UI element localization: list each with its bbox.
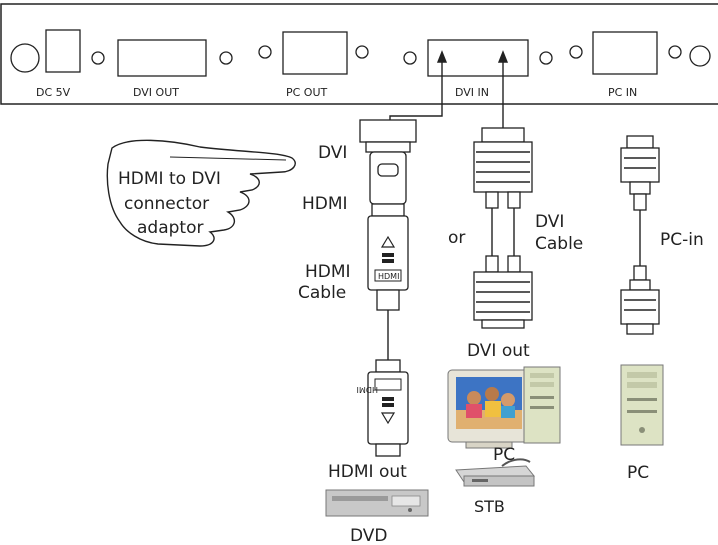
pc-in-cable — [620, 135, 660, 335]
dvi-out-label: DVI out — [467, 341, 530, 361]
hdmi-dvi-adaptor — [359, 119, 417, 217]
or-label: or — [448, 228, 465, 248]
hand-line-2: connector — [124, 194, 209, 214]
pc-out-port — [258, 31, 369, 75]
dvd-label: DVD — [350, 526, 388, 545]
dvi-out-port-label: DVI OUT — [133, 86, 179, 99]
pc-tower-right — [620, 364, 664, 446]
pc-in-label: PC-in — [660, 230, 704, 250]
monitor-pc-illustration — [447, 366, 561, 449]
pc-right-label: PC — [627, 463, 649, 483]
hand-pointer — [106, 139, 296, 247]
dvi-in-port-label: DVI IN — [455, 86, 489, 99]
adaptor-dvi-label: DVI — [318, 143, 347, 163]
hand-line-3: adaptor — [137, 218, 203, 238]
stb-illustration — [455, 458, 535, 487]
dvd-illustration — [325, 489, 429, 517]
hdmi-cable-label-1: HDMI — [305, 262, 351, 282]
hdmi-out-label: HDMI out — [328, 462, 407, 482]
dvi-in-arrows — [389, 50, 509, 128]
pc-middle-label: PC — [493, 445, 515, 465]
pc-in-port-label: PC IN — [608, 86, 637, 99]
hand-line-1: HDMI to DVI — [118, 169, 221, 189]
hdmi-logo-top: HDMI — [378, 272, 399, 281]
stb-label: STB — [474, 497, 505, 516]
dvi-cable — [473, 127, 533, 329]
dc-port-label: DC 5V — [36, 86, 71, 99]
adaptor-hdmi-label: HDMI — [302, 194, 348, 214]
back-panel: DC 5V DVI OUT PC OUT DVI IN PC IN — [0, 3, 718, 105]
hdmi-cable-label-2: Cable — [298, 283, 346, 303]
dvi-cable-label-1: DVI — [535, 212, 564, 232]
dvi-out-port — [91, 39, 233, 77]
dvi-cable-label-2: Cable — [535, 234, 583, 254]
hdmi-logo-bottom: HDMI — [357, 385, 378, 394]
dc-port — [10, 29, 81, 73]
pc-out-port-label: PC OUT — [286, 86, 328, 99]
hdmi-cable — [367, 215, 409, 457]
pc-in-port — [569, 31, 711, 75]
